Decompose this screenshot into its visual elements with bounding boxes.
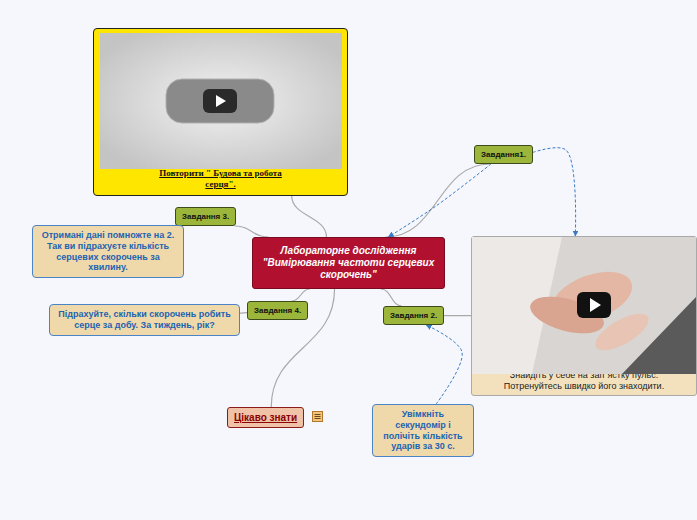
thumbnail-ground	[100, 33, 342, 169]
notes-icon-lines	[315, 415, 321, 419]
connector	[240, 312, 247, 314]
node-text: Завдання 2.	[390, 311, 437, 320]
play-button	[577, 292, 611, 318]
connector	[444, 315, 471, 316]
node-text: Лабораторне дослідження "Вимірювання час…	[261, 245, 436, 281]
play-icon	[216, 95, 226, 107]
connector	[388, 164, 491, 237]
task-box: Завдання1.	[474, 145, 533, 164]
central-topic: Лабораторне дослідження "Вимірювання час…	[252, 237, 445, 289]
note-box: Отримані дані помножте на 2. Так ви підр…	[32, 225, 184, 278]
connector	[381, 289, 402, 306]
node-text: Завдання1.	[481, 150, 526, 159]
connector	[292, 196, 327, 237]
node-text: Увімкніть секундомір і полічіть кількіст…	[379, 409, 467, 452]
task-box: Завдання 4.	[247, 301, 308, 320]
task-box: Завдання 2.	[383, 306, 444, 325]
connector	[235, 226, 269, 237]
node-text: Цікаво знати	[234, 412, 297, 423]
photo-ground	[472, 237, 696, 374]
notes-icon-box	[313, 412, 323, 422]
connector	[386, 164, 490, 237]
node-text: Повторити " Будова та робота серця".	[156, 168, 285, 189]
node-text: Завдання 3.	[182, 212, 229, 221]
connector	[426, 325, 462, 404]
node-text: Завдання 4.	[254, 306, 301, 315]
video-thumbnail	[100, 33, 342, 169]
connector	[292, 289, 310, 301]
player-shape	[166, 79, 274, 123]
note-box: Підрахуйте, скільки скорочень робить сер…	[49, 304, 240, 336]
video-thumbnail	[472, 237, 696, 374]
task-box: Завдання 3.	[175, 207, 236, 226]
connector	[533, 148, 576, 236]
notes-icon	[312, 411, 324, 423]
node-text: Отримані дані помножте на 2. Так ви підр…	[39, 230, 177, 273]
note-box: Увімкніть секундомір і полічіть кількіст…	[372, 404, 474, 457]
play-icon	[590, 298, 601, 312]
node-text: Підрахуйте, скільки скорочень робить сер…	[56, 309, 233, 331]
topic-box: Цікаво знати	[227, 407, 304, 428]
play-button	[203, 89, 237, 113]
